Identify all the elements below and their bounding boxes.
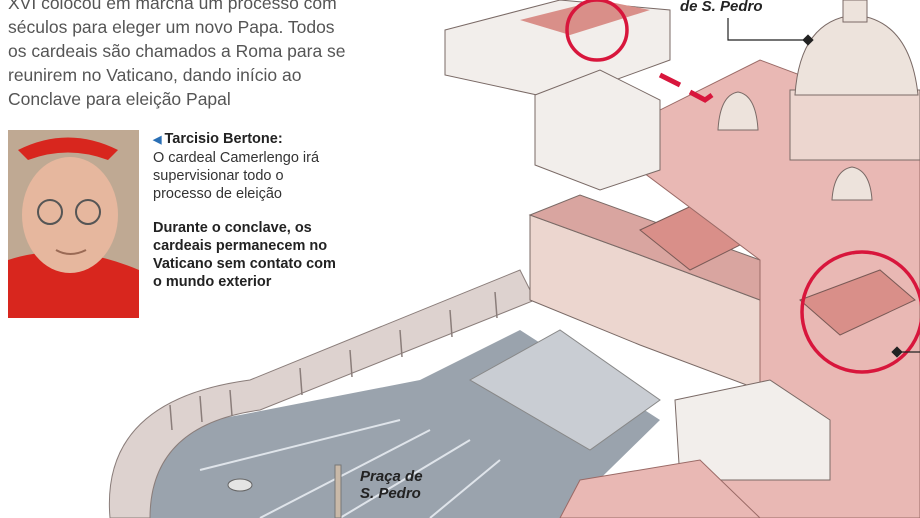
intro-line: Conclave para eleição Papal: [8, 89, 231, 109]
cardinal-portrait: [8, 130, 139, 318]
obelisk: [334, 464, 342, 518]
basilica-steps: [468, 329, 661, 451]
highlight-circle-top: [565, 0, 629, 62]
lantern: [842, 0, 868, 23]
cardinal-name: Tarcisio Bertone:: [164, 131, 283, 147]
plaza-lines: [199, 419, 501, 518]
colonnade: [108, 269, 536, 518]
intro-line: séculos para eleger um novo Papa. Todos: [8, 17, 335, 37]
cardinal-info: ◀Tarcisio Bertone: O cardeal Camerlengo …: [153, 130, 413, 291]
arrow-left-icon: ◀: [153, 134, 162, 146]
highlight-line: cardeais permanecem no: [153, 238, 328, 254]
apostolic-palace: [444, 0, 671, 101]
highlight-line: o mundo exterior: [153, 274, 272, 290]
intro-line: os cardeais são chamados a Roma para se: [8, 41, 346, 61]
description-line: O cardeal Camerlengo irá: [153, 150, 320, 166]
dome: [794, 14, 919, 96]
fountain: [227, 478, 253, 492]
highlight-circle-right: [800, 250, 920, 374]
sistine-chapel: [799, 269, 916, 336]
basilica-label: de S. Pedro: [680, 0, 763, 15]
intro-text: XVI colocou em marcha um processo com sé…: [8, 0, 428, 111]
square-label-line: S. Pedro: [360, 485, 421, 502]
square-label: Praça de S. Pedro: [360, 468, 423, 502]
description-line: processo de eleição: [153, 186, 282, 202]
highlight-line: Vaticano sem contato com: [153, 256, 336, 272]
intro-line: XVI colocou em marcha um processo com: [8, 0, 337, 13]
description-line: supervisionar todo o: [153, 168, 284, 184]
path-marker: [658, 72, 714, 103]
dome-drum: [789, 89, 920, 161]
highlight-line: Durante o conclave, os: [153, 220, 312, 236]
leader-line-basilica: [727, 18, 808, 41]
intro-line: reunirem no Vaticano, dando início ao: [8, 65, 302, 85]
square-label-line: Praça de: [360, 468, 423, 485]
